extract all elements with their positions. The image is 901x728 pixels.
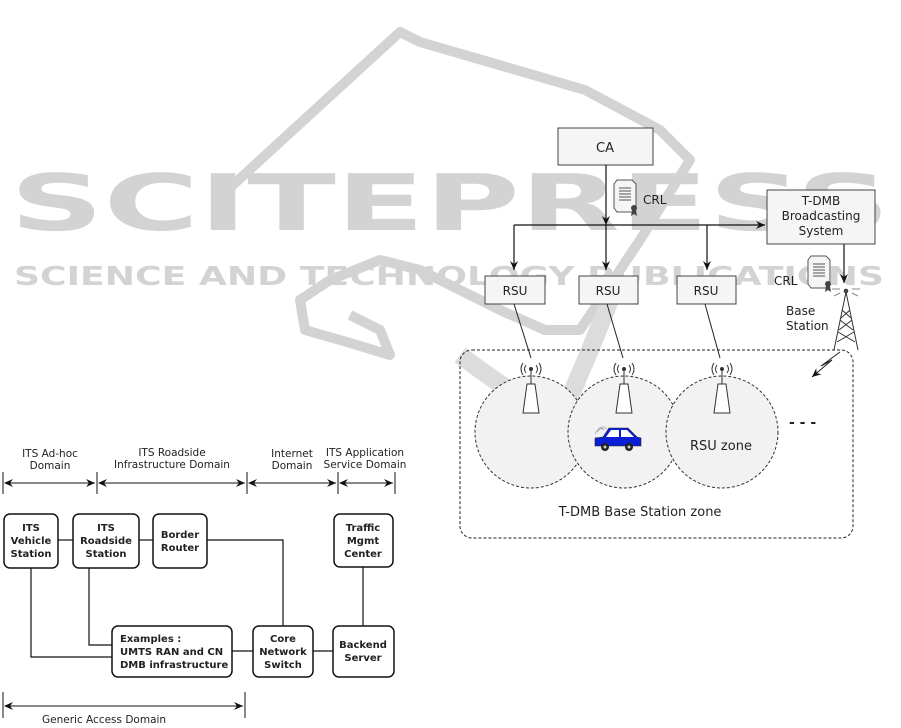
rsu-box-1[interactable]: RSU [484, 275, 546, 305]
node-traffic-center-line3: Center [344, 549, 382, 560]
tdmb-base-station-zone [459, 349, 854, 539]
node-backend-server-line1: Backend [339, 640, 387, 651]
node-connectors [30, 539, 364, 658]
generic-access-arrow [2, 692, 246, 718]
rsu-zone-3 [665, 375, 779, 489]
domain-arrows [2, 472, 396, 494]
watermark: SCITEPRESS SCIENCE AND TECHNOLOGY PUBLIC… [10, 27, 890, 433]
tdmb-system-line2: Broadcasting [782, 209, 861, 223]
base-station-tower-icon [832, 288, 860, 351]
node-examples-line3: DMB infrastructure [120, 660, 228, 671]
node-border-router-line1: Border [161, 530, 199, 541]
tdmb-zone-label: T-DMB Base Station zone [558, 505, 722, 520]
node-vehicle-station-line2: Vehicle [11, 536, 52, 547]
node-backend-server[interactable]: Backend Server [332, 625, 395, 678]
domain-roadside-line1: ITS Roadside [138, 447, 205, 459]
rsu-label-1: RSU [503, 284, 528, 298]
watermark-book-outline [218, 27, 695, 360]
node-core-switch-line3: Switch [264, 660, 302, 671]
node-roadside-station[interactable]: ITS Roadside Station [72, 513, 140, 569]
domain-internet-line2: Domain [272, 460, 313, 472]
node-core-switch[interactable]: Core Network Switch [252, 625, 314, 678]
more-zones-ellipsis: - - - [789, 415, 816, 431]
node-traffic-center[interactable]: Traffic Mgmt Center [333, 513, 394, 568]
tdmb-crl-diagram: CA CRL T-DMB Broadcasting [459, 127, 876, 539]
domain-appservice-line2: Service Domain [324, 459, 407, 471]
node-traffic-center-line1: Traffic [346, 523, 381, 534]
tdmb-system-line3: System [799, 224, 844, 238]
rsu-box-2[interactable]: RSU [578, 275, 639, 305]
rsu-box-3[interactable]: RSU [676, 275, 737, 305]
node-border-router[interactable]: Border Router [152, 513, 208, 569]
rsu-label-2: RSU [596, 284, 621, 298]
ca-box[interactable]: CA [557, 127, 654, 166]
node-examples[interactable]: Examples : UMTS RAN and CN DMB infrastru… [111, 625, 233, 678]
tdmb-system-line1: T-DMB [801, 194, 840, 208]
node-roadside-station-line3: Station [86, 549, 127, 560]
crl-label-2: CRL [774, 274, 798, 288]
node-vehicle-station[interactable]: ITS Vehicle Station [3, 513, 59, 569]
domain-roadside-line2: Infrastructure Domain [114, 459, 230, 471]
distribution-lines [510, 221, 848, 283]
node-backend-server-line2: Server [344, 653, 381, 664]
node-border-router-line2: Router [161, 543, 199, 554]
rsu-antenna-icon-3 [711, 362, 733, 414]
domain-internet-line1: Internet [271, 448, 313, 460]
rsu-links [513, 303, 721, 359]
node-vehicle-station-line1: ITS [22, 523, 40, 534]
rsu-zone-label: RSU zone [690, 439, 752, 454]
node-traffic-center-line2: Mgmt [347, 536, 380, 547]
rsu-antenna-icon-2 [613, 362, 635, 414]
node-core-switch-line1: Core [270, 634, 296, 645]
rsu-label-3: RSU [694, 284, 719, 298]
generic-access-domain-label: Generic Access Domain [42, 714, 166, 726]
node-examples-line1: Examples : [120, 634, 181, 645]
crl-certificate-icon [613, 179, 637, 216]
crl-label: CRL [643, 193, 667, 207]
domain-adhoc-line2: Domain [30, 460, 71, 472]
crl-certificate-icon-2 [807, 255, 831, 292]
node-roadside-station-line1: ITS [97, 523, 115, 534]
rsu-antenna-icon-1 [520, 362, 542, 414]
base-station-line2: Station [786, 319, 829, 333]
node-core-switch-line2: Network [259, 647, 307, 658]
its-architecture-diagram: ITS Ad-hoc Domain ITS Roadside Infrastru… [2, 447, 407, 726]
domain-appservice-line1: ITS Application [326, 447, 404, 459]
node-roadside-station-line2: Roadside [80, 536, 132, 547]
node-vehicle-station-line3: Station [11, 549, 52, 560]
node-examples-line2: UMTS RAN and CN [120, 647, 223, 658]
tdmb-broadcasting-system-box[interactable]: T-DMB Broadcasting System [766, 189, 876, 245]
wireless-signal-arrow [811, 351, 841, 378]
domain-adhoc-line1: ITS Ad-hoc [22, 448, 78, 460]
base-station-line1: Base [786, 304, 815, 318]
watermark-subtitle: SCIENCE AND TECHNOLOGY PUBLICATIONS [14, 262, 884, 292]
ca-label: CA [596, 141, 614, 156]
vehicle-car-icon [594, 426, 642, 451]
watermark-title: SCITEPRESS [10, 159, 890, 249]
